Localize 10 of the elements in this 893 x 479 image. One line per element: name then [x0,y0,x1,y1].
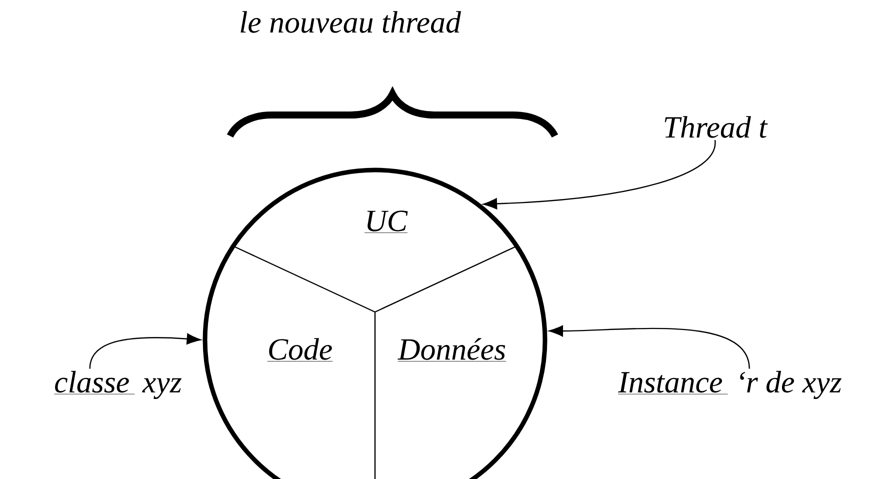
text-label: UC [364,210,408,233]
text-label: Données [398,338,506,362]
text-label: Thread t [664,116,768,138]
arrow [482,140,716,210]
text-label: classe xyz [54,370,182,400]
text-label: Instance ‘r de xyz [618,370,842,400]
arrow [89,333,201,369]
text-label: Code [267,338,333,362]
text-label: le nouveau thread [240,11,462,33]
arrow [548,325,750,369]
